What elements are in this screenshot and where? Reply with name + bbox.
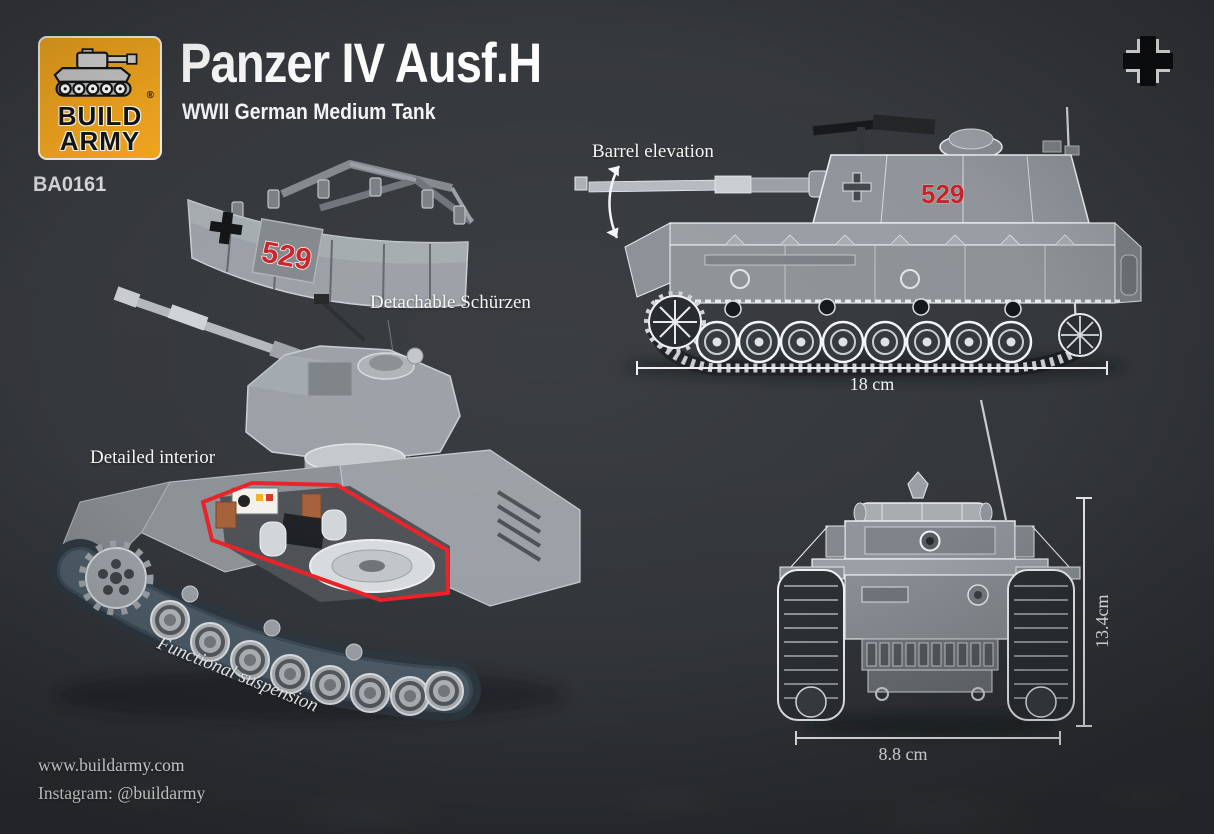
width-dimension-line	[795, 731, 1061, 745]
barrel-elevation-arrow	[606, 165, 621, 239]
front-view-illustration	[777, 399, 1081, 735]
side-cross-icon	[842, 172, 872, 202]
balkenkreuz-cross-icon	[1123, 36, 1173, 86]
buildarmy-logo: ® BUILD ARMY	[38, 36, 162, 160]
length-dimension-label: 18 cm	[849, 374, 895, 394]
exploded-hull	[49, 449, 581, 721]
turret-top-details	[812, 114, 1080, 160]
interior-highlight-outline	[201, 481, 450, 602]
side-turret-number: 529	[921, 179, 964, 209]
stowage-roll	[853, 502, 993, 525]
product-code: BA0161	[33, 173, 107, 196]
schurzen-ring: 529	[187, 160, 475, 309]
page-subtitle: WWII German Medium Tank	[182, 99, 436, 124]
detailed-interior-label: Detailed interior	[90, 447, 216, 468]
instagram-handle: Instagram: @buildarmy	[38, 783, 206, 803]
registered-mark: ®	[146, 90, 154, 101]
front-turret	[789, 520, 1071, 569]
side-running-gear	[644, 291, 1120, 376]
side-view-illustration: 529	[574, 106, 1142, 380]
logo-word-army: ARMY	[59, 126, 141, 156]
exploded-turret	[113, 286, 461, 581]
height-dimension-label: 13.4cm	[1092, 594, 1112, 649]
side-hull	[624, 221, 1142, 304]
side-turret: 529	[812, 154, 1090, 224]
barrel-elevation-label: Barrel elevation	[592, 141, 714, 162]
length-dimension-line	[636, 361, 1108, 375]
front-tracks	[777, 569, 1075, 721]
width-dimension-label: 8.8 cm	[878, 744, 928, 764]
schurzen-cross-icon	[209, 211, 243, 245]
logo-word-build: BUILD	[57, 101, 143, 131]
height-dimension-line	[1076, 497, 1092, 727]
page-title: Panzer IV Ausf.H	[180, 31, 542, 94]
exploded-view-illustration: 529	[49, 160, 581, 721]
detachable-schurzen-label: Detachable Schürzen	[370, 292, 531, 313]
website-url: www.buildarmy.com	[38, 755, 185, 775]
front-hull	[779, 558, 1081, 701]
tank-icon	[53, 48, 138, 97]
